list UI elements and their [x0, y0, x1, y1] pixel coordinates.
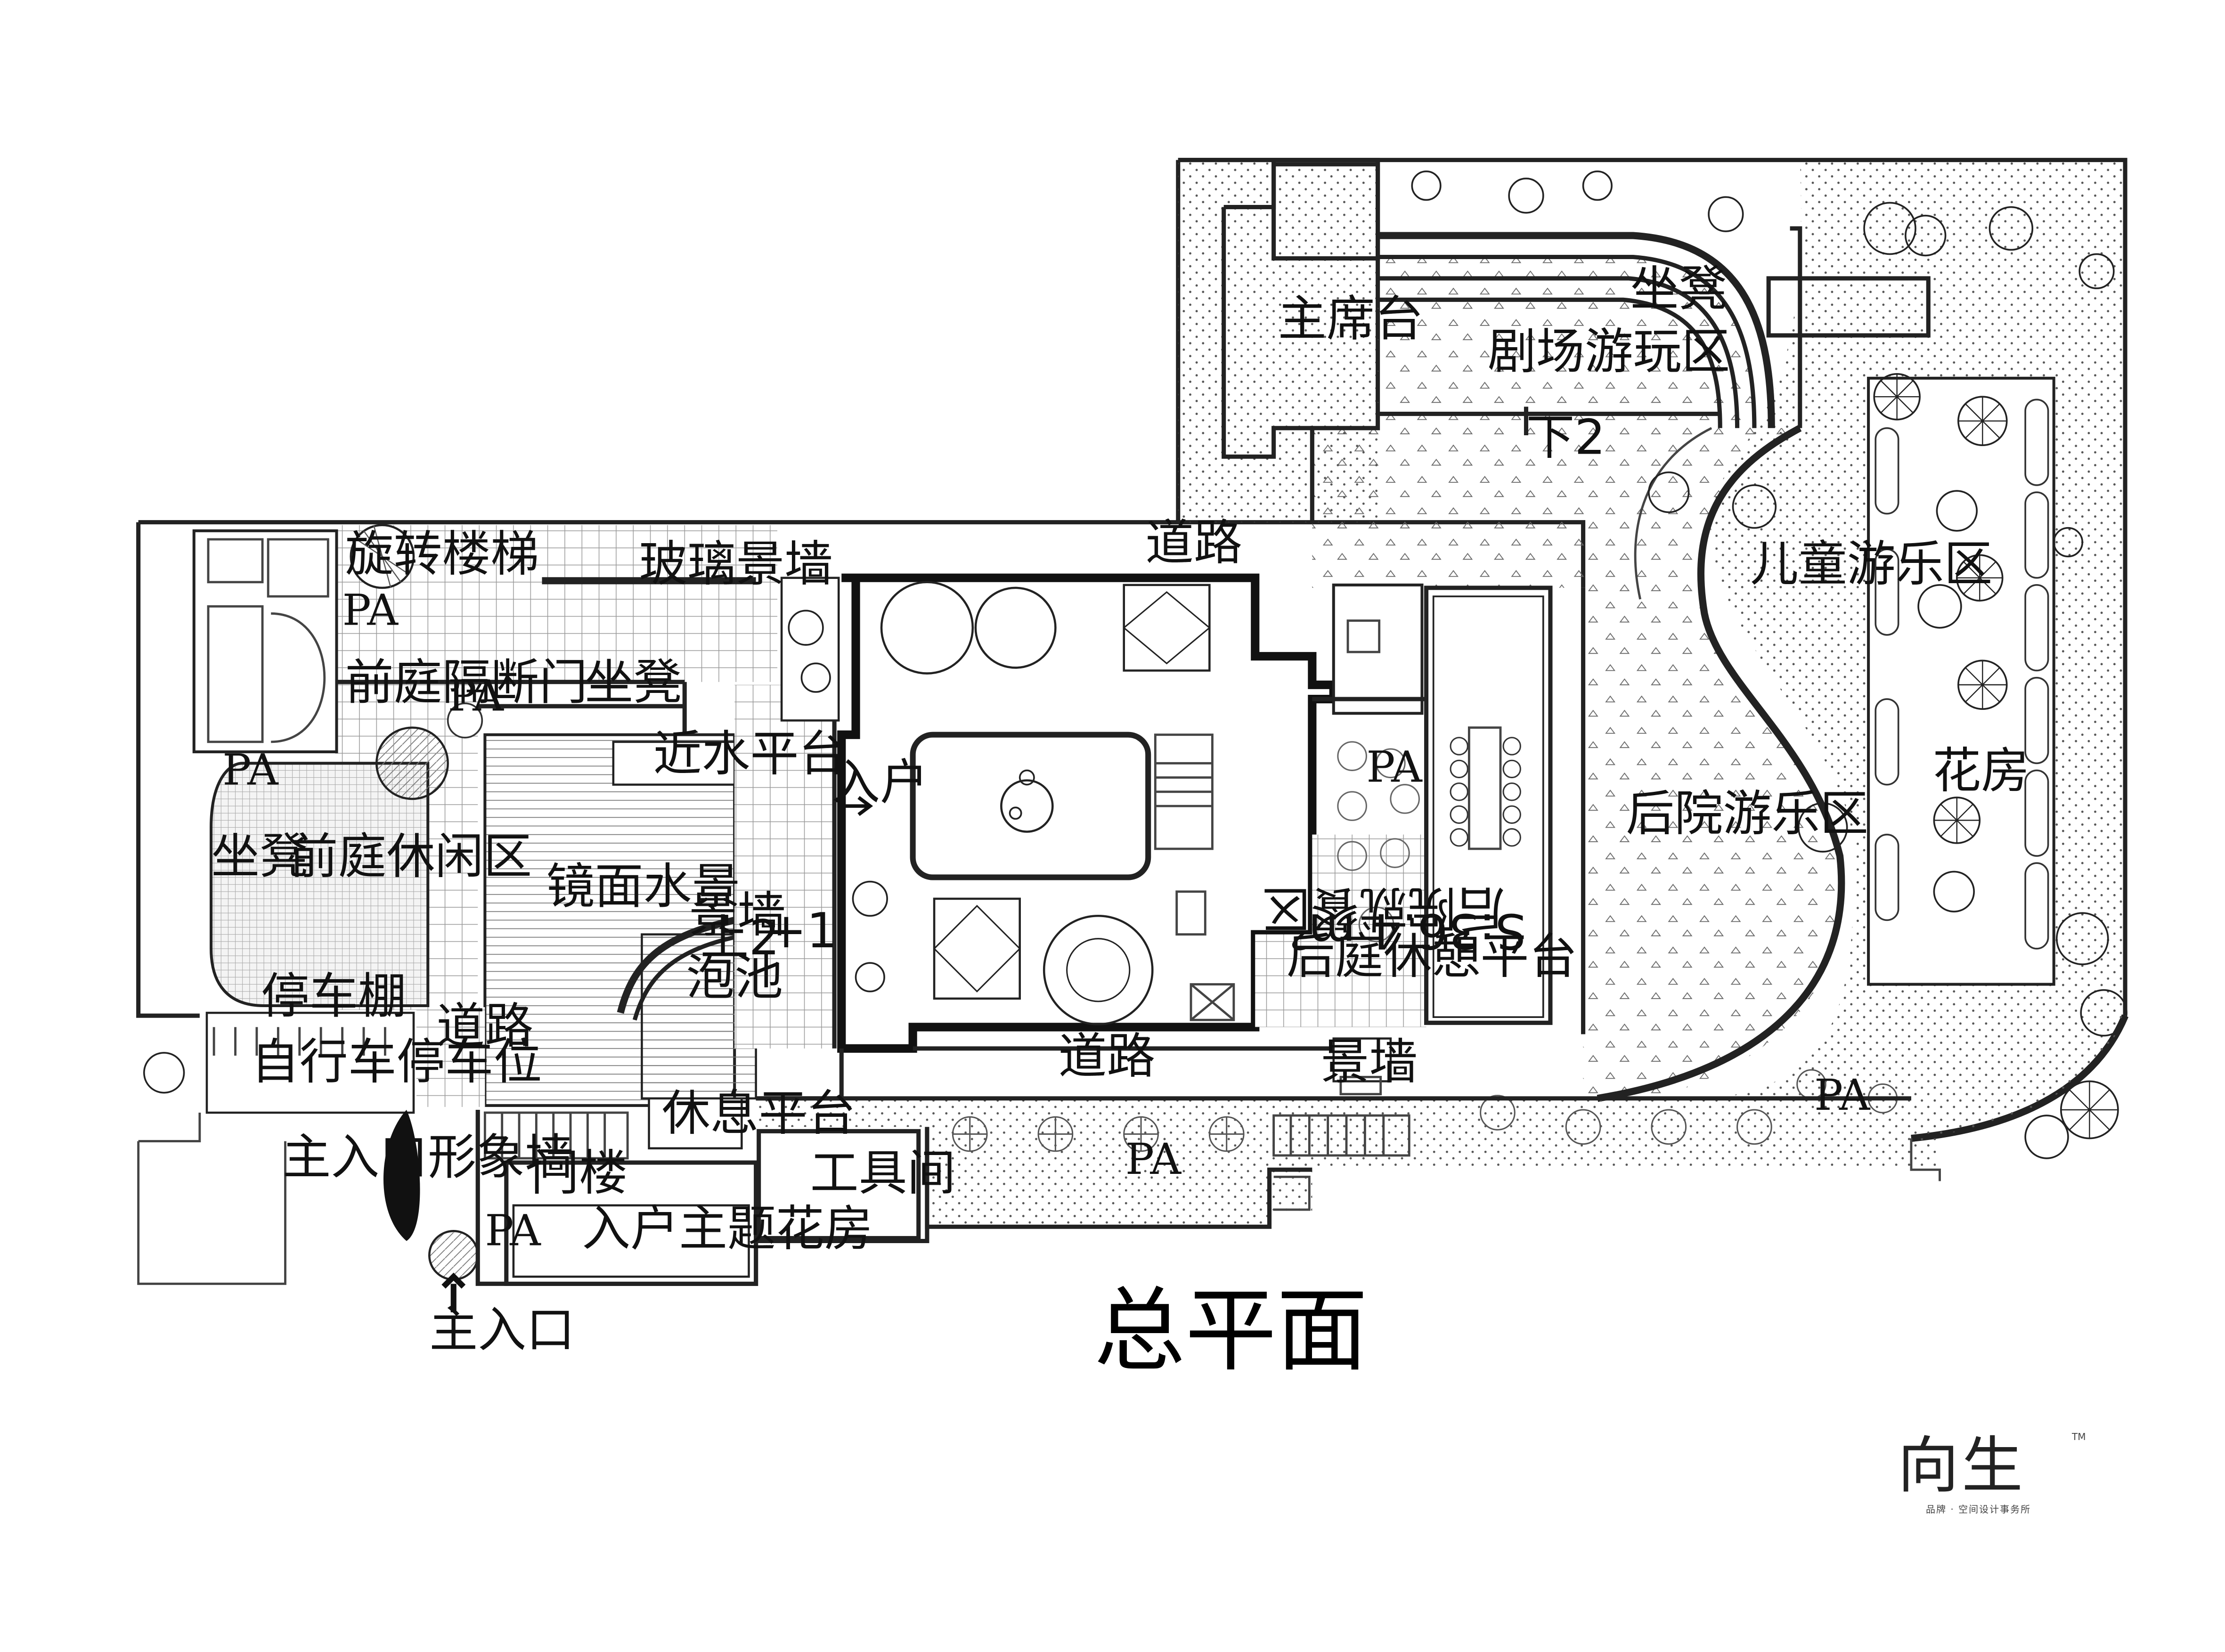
label-front-partition-door: 前庭隔断门: [345, 654, 588, 711]
tree-cluster-rear: [1411, 171, 2115, 853]
label-tool-room: 工具间: [810, 1145, 956, 1202]
label-pa-partition: PA: [448, 671, 505, 721]
label-road-top: 道路: [1145, 514, 1242, 571]
brand-name: 向生: [1898, 1430, 2026, 1501]
plan-labels: 旋转楼梯 PA 玻璃景墙 道路 前庭隔断门 PA 坐凳 近水平台 入户 PA 坐…: [211, 260, 2029, 1383]
front-court: [192, 524, 778, 1010]
flower-house-zone: [1867, 373, 2127, 1159]
label-pool: 泡池: [686, 950, 783, 1006]
label-rear-dining: 后院就餐区: [1262, 880, 1505, 936]
label-road-bottom: 道路: [1058, 1028, 1155, 1084]
water-feature: [483, 585, 837, 1107]
label-flower-house: 花房: [1932, 743, 2029, 799]
label-plus1: +1: [766, 903, 838, 959]
plan-title: 总平面: [1094, 1278, 1368, 1384]
label-main-seat: 主席台: [1278, 291, 1424, 347]
label-up2: 上2: [701, 910, 780, 966]
label-front-leisure: 前庭休闲区: [290, 828, 532, 885]
house-block: [780, 573, 1338, 1053]
label-down2: 下2: [1526, 409, 1605, 465]
label-bike-parking: 自行车停车位: [251, 1034, 542, 1090]
brand-logo: 向生 TM 品牌 · 空间设计事务所: [1898, 1430, 2086, 1515]
label-bench-left: 坐凳: [211, 828, 308, 885]
label-rear-rest-platform: 后庭休憩平台: [1287, 928, 1578, 985]
label-backyard-play: 后院游乐区: [1626, 786, 1868, 842]
label-dining-area: S:36.4 m²: [1289, 903, 1526, 959]
label-rest-platform: 休息平台: [662, 1085, 856, 1141]
label-pa-leisure: PA: [222, 746, 279, 795]
label-pa-bottom: PA: [1125, 1135, 1182, 1184]
label-mirror-water: 镜面水景: [546, 858, 741, 915]
label-gatehouse: 门楼: [530, 1145, 628, 1202]
label-feature-wall-rear: 景墙: [1321, 1034, 1418, 1090]
label-glass-wall: 玻璃景墙: [639, 536, 833, 593]
label-main-entry-wall: 主入口形象墙: [282, 1129, 573, 1186]
label-road-left: 道路: [436, 998, 533, 1055]
label-theater-play: 剧场游玩区: [1488, 324, 1730, 380]
label-main-entry: 主入口: [429, 1302, 575, 1359]
label-pa-stair: PA: [342, 586, 399, 635]
label-spiral-stair: 旋转楼梯: [345, 526, 539, 583]
label-pa-entry: PA: [485, 1206, 541, 1256]
bottom-strip: [756, 1096, 1940, 1229]
carport: [143, 1007, 485, 1114]
label-entry-flower-house: 入户主题花房: [582, 1201, 873, 1257]
label-bench-front: 坐凳: [585, 654, 682, 711]
label-bench-top: 坐凳: [1630, 260, 1728, 317]
rear-platform: [756, 583, 1586, 1101]
label-pa-yard: PA: [1814, 1071, 1871, 1120]
entrance-area: [137, 1097, 929, 1312]
theater-zone: [1178, 158, 1931, 522]
brand-tm: TM: [2072, 1431, 2086, 1442]
label-children-play: 儿童游乐区: [1750, 536, 1993, 593]
label-feature-wall: 景墙: [689, 887, 786, 944]
brand-tagline: 品牌 · 空间设计事务所: [1926, 1504, 2031, 1515]
label-pa-rear: PA: [1366, 743, 1423, 792]
label-entry-home: 入户: [831, 754, 929, 811]
label-carport: 停车棚: [261, 968, 407, 1025]
label-waterside-platform: 近水平台: [653, 725, 848, 782]
